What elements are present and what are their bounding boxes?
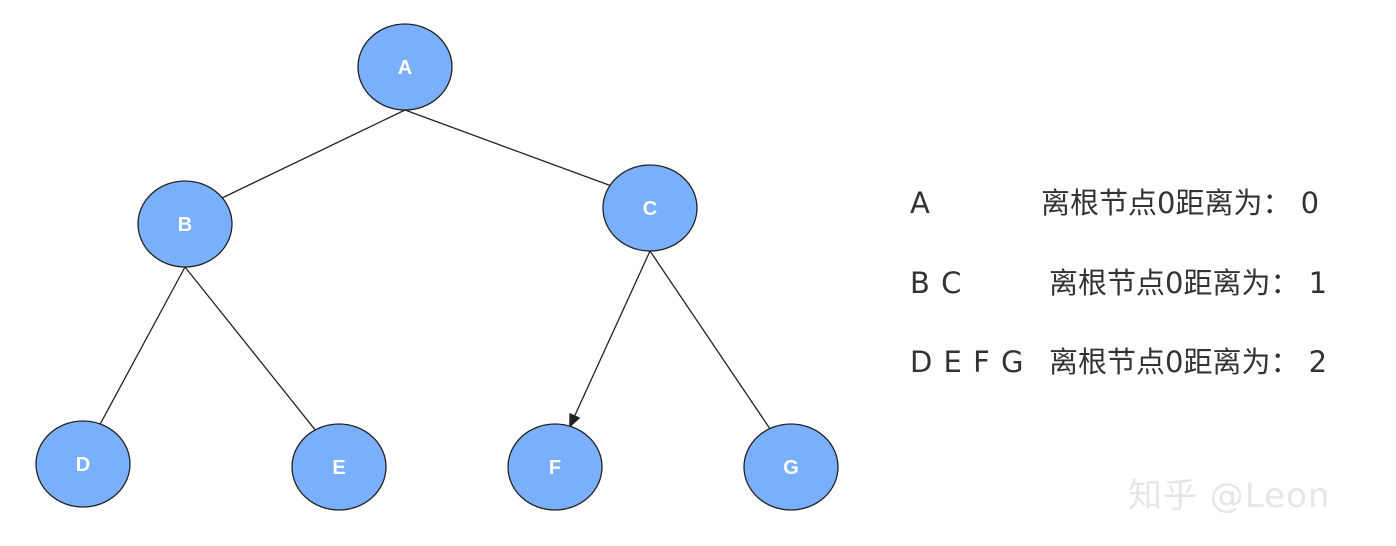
legend-nodes-label: B C	[910, 266, 963, 300]
node-circle	[291, 423, 387, 511]
node-b: B	[137, 180, 233, 268]
node-g: G	[743, 423, 839, 511]
node-label: B	[178, 214, 192, 236]
edge-a-b	[219, 109, 406, 200]
node-a: A	[357, 23, 453, 111]
node-circle	[602, 164, 698, 252]
legend-row-depth-2: D E F G 离根节点0距离为： 2	[910, 345, 1370, 381]
legend-distance-text: 离根节点0距离为： 1	[1049, 266, 1328, 300]
node-label: F	[549, 457, 561, 479]
legend-row-depth-0: A 离根节点0距离为： 0	[910, 186, 1370, 222]
node-circle	[357, 23, 453, 111]
node-label: A	[398, 57, 412, 79]
node-label: C	[643, 198, 657, 220]
legend-row-depth-1: B C 离根节点0距离为： 1	[910, 266, 1370, 302]
node-circle	[137, 180, 233, 268]
node-f: F	[507, 423, 603, 511]
node-c: C	[602, 164, 698, 252]
legend-distance-text: 离根节点0距离为： 0	[1041, 186, 1320, 220]
node-e: E	[291, 423, 387, 511]
legend-nodes-label: D E F G	[910, 345, 1025, 379]
node-label: D	[76, 454, 90, 476]
node-d: D	[35, 420, 131, 508]
legend-nodes-label: A	[910, 186, 931, 220]
edge-a-c	[404, 109, 613, 187]
legend-distance-text: 离根节点0距离为： 2	[1049, 345, 1328, 379]
edge-b-e	[184, 266, 318, 433]
node-label: E	[332, 457, 345, 479]
node-label: G	[783, 457, 799, 479]
edge-b-d	[98, 266, 186, 427]
node-circle	[743, 423, 839, 511]
zhihu-watermark: 知乎 @Leon	[1128, 476, 1331, 516]
node-circle	[507, 423, 603, 511]
edge-c-f	[569, 250, 651, 429]
edge-c-g	[649, 250, 772, 431]
node-circle	[35, 420, 131, 508]
